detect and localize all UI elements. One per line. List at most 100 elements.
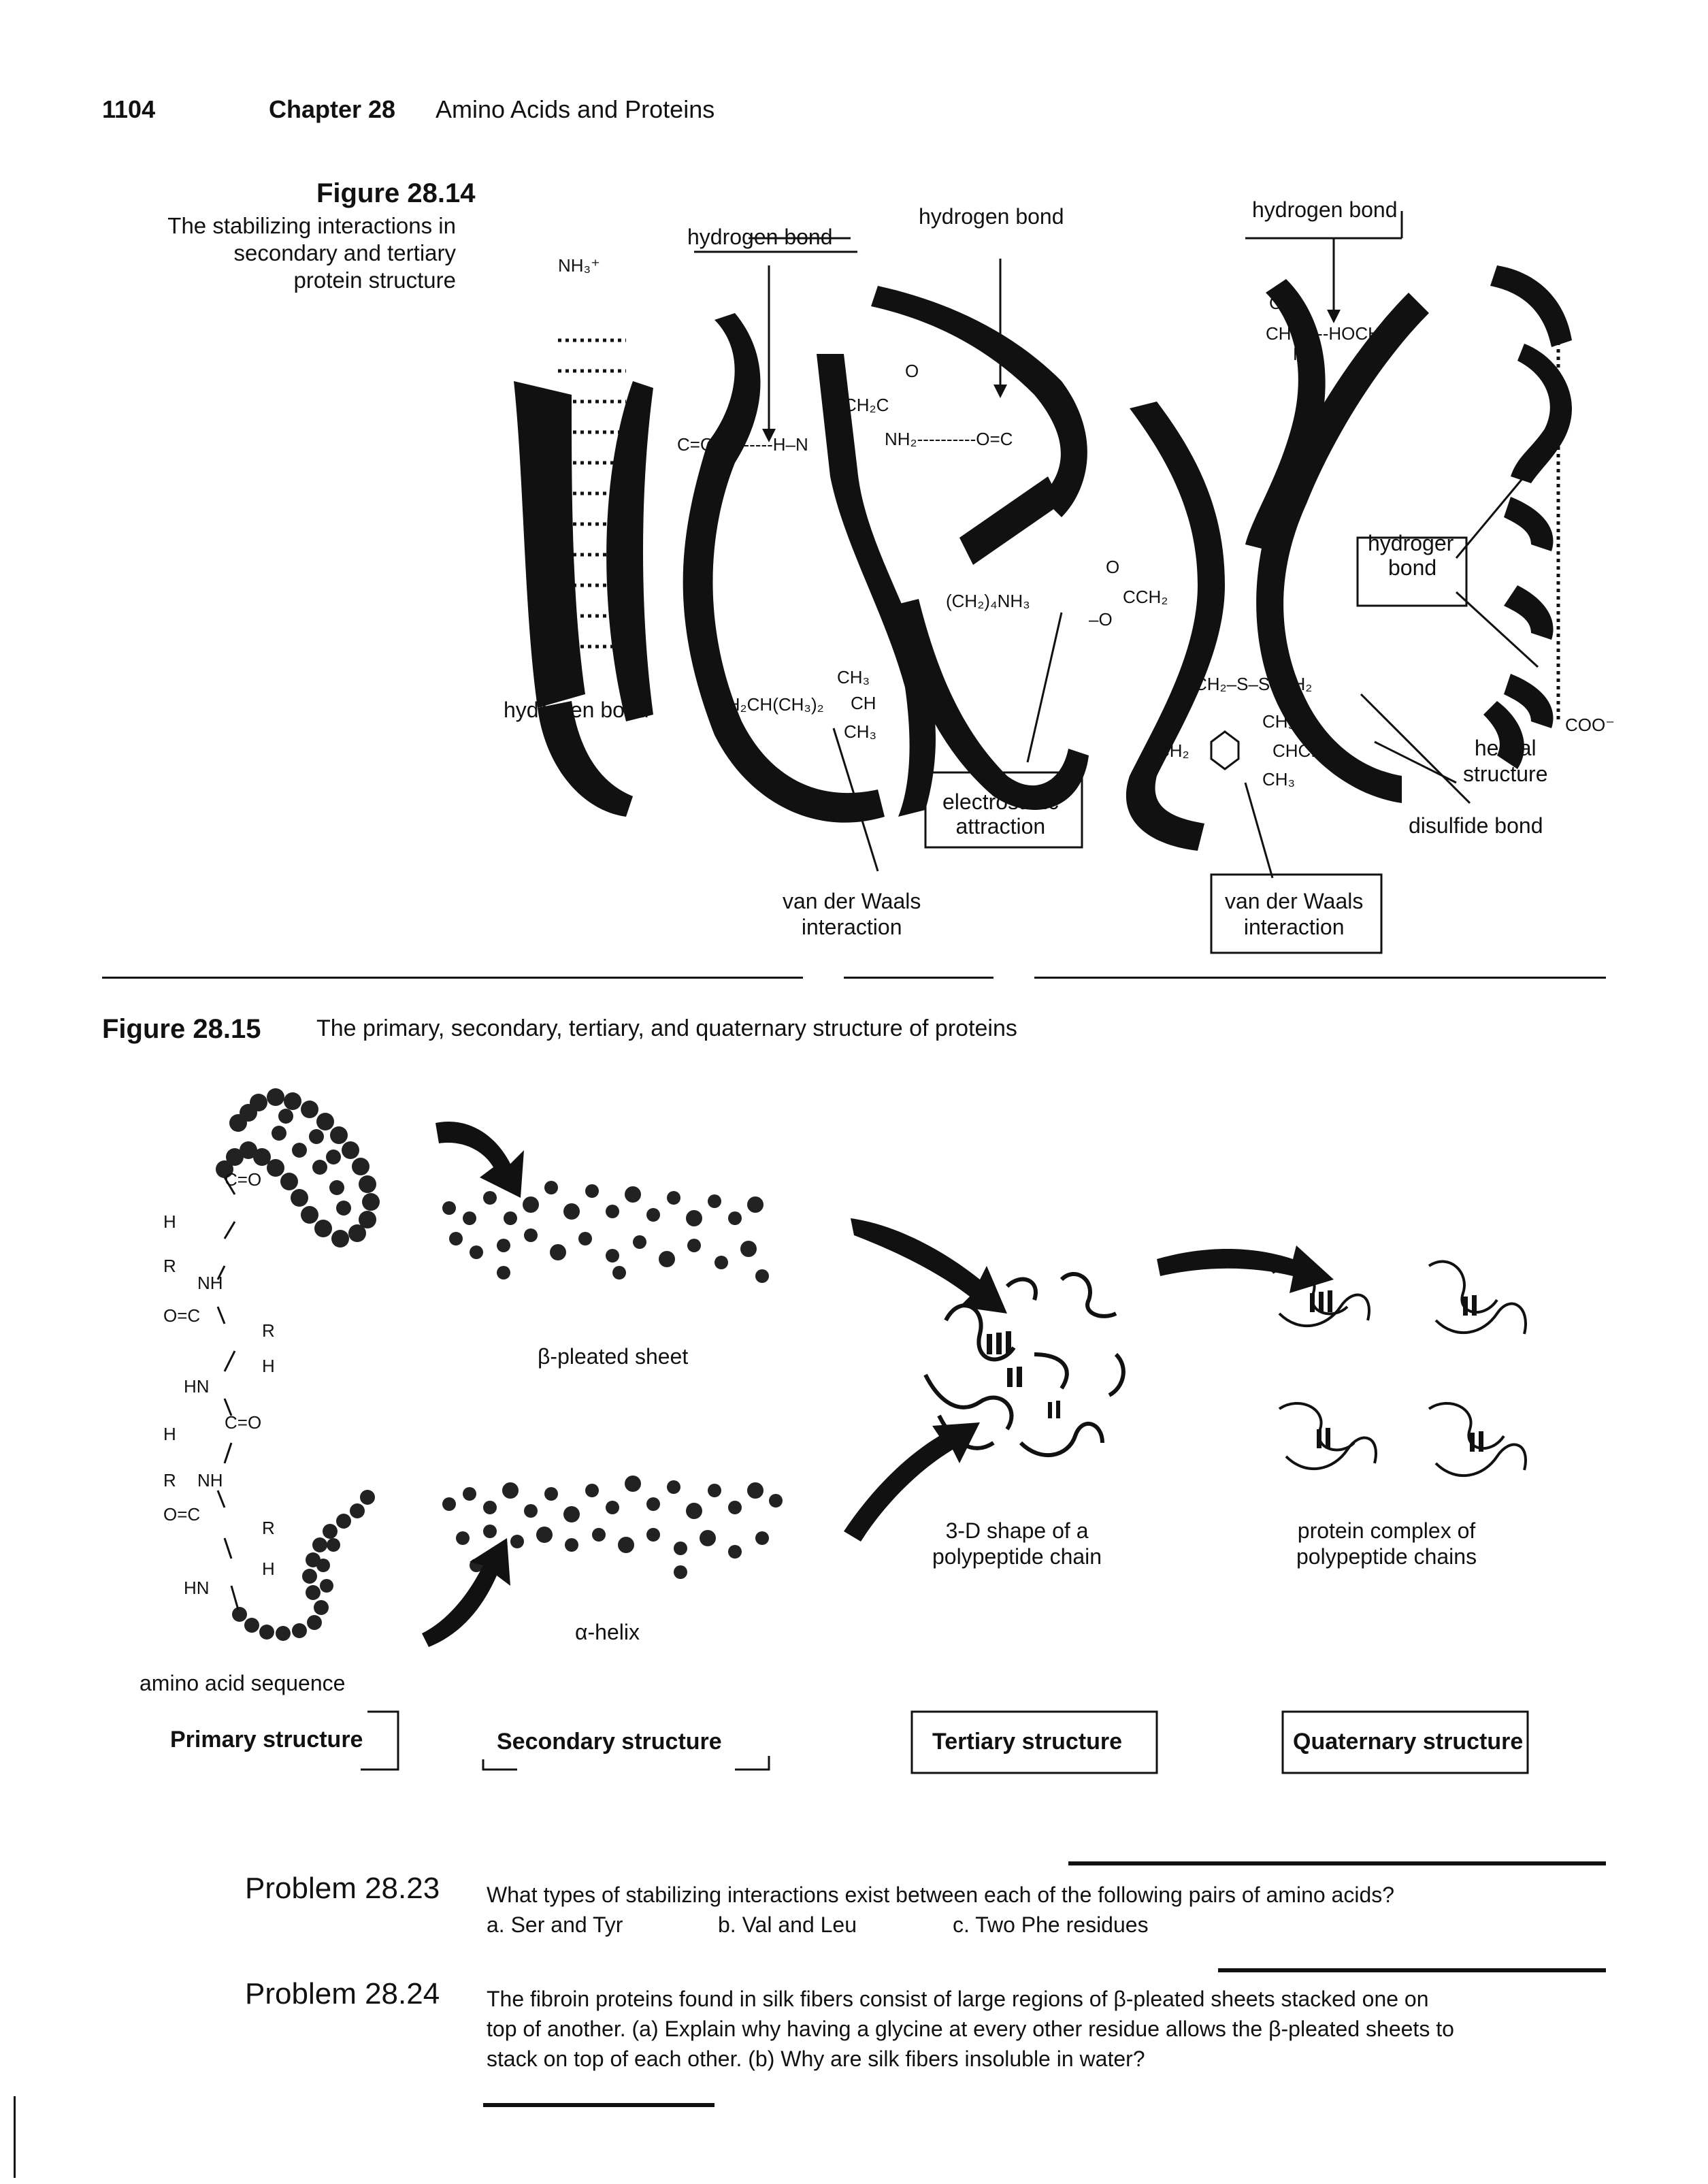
label-hydrogen-bond-2: hydrogen bond [919, 204, 1064, 229]
ribbon-helix [1504, 585, 1554, 640]
chem-h: H [262, 1356, 275, 1376]
chem-r: R [163, 1256, 176, 1276]
label-3d-shape: 3-D shape of a polypeptide chain [932, 1518, 1102, 1569]
label-disulfide-bond: disulfide bond [1409, 813, 1543, 838]
figure-28-15-caption: The primary, secondary, tertiary, and qu… [316, 1015, 1017, 1041]
arrow-icon [851, 1218, 1007, 1314]
caption-line: protein structure [293, 267, 456, 293]
ribbon-strand [959, 476, 1062, 565]
chem-serine: CHO----HOCH₂ [1266, 323, 1388, 344]
label-line: polypeptide chains [1296, 1544, 1477, 1569]
label-line: structure [1463, 762, 1548, 786]
chem-ch3: CH₃ [837, 667, 870, 687]
ribbon-helix [1504, 497, 1554, 551]
ribbon-helix [1490, 265, 1572, 347]
figure-28-15-label: Figure 28.15 [102, 1014, 261, 1044]
chem-r: R [163, 1470, 176, 1490]
chem-nh: NH [197, 1273, 223, 1293]
label-alpha-helix: α-helix [575, 1620, 640, 1644]
label-line: helical [1474, 736, 1537, 760]
label-hydrogen-bond-1: hydrogen bond [687, 225, 833, 249]
page-number: 1104 [102, 95, 156, 123]
label-beta-pleated-sheet: β-pleated sheet [538, 1344, 689, 1369]
ribbon-strand [683, 313, 885, 823]
label-amino-acid-sequence: amino acid sequence [139, 1671, 346, 1695]
label-helical-structure: helical structure [1463, 735, 1547, 787]
chem-h: H [262, 1559, 275, 1579]
chem-o: O [905, 361, 919, 381]
arrow-icon [436, 1122, 524, 1198]
label-line: electrostatic [942, 789, 1059, 814]
chem-ch3: CH₃ [1262, 711, 1296, 732]
chem-aspartate: CCH₂ [1123, 587, 1168, 607]
label-electrostatic: electrostatic attraction [942, 789, 1059, 838]
chem-o-c: O=C [163, 1305, 201, 1326]
label-secondary-structure: Secondary structure [497, 1729, 722, 1755]
divider [844, 977, 993, 979]
chem-disulfide: CH₂–S–S–CH₂ [1194, 674, 1313, 694]
label-line: 3-D shape of a [945, 1518, 1089, 1543]
problem-28-24-text: The fibroin proteins found in silk fiber… [487, 1984, 1603, 2074]
chem-ch3: CH₃ [1262, 769, 1296, 789]
ribbon-strand [606, 381, 653, 721]
margin-line [14, 2096, 16, 2178]
ribbon-helix [1504, 674, 1554, 728]
chem-lysine: (CH₂)₄NH₃ [946, 591, 1030, 611]
chem-r: R [262, 1518, 275, 1538]
chem-r: R [262, 1320, 275, 1341]
label-line: interaction [801, 915, 902, 939]
chem-leucine: CH₂CH(CH₃)₂ [715, 694, 824, 715]
label-van-der-waals-1: van der Waals interaction [783, 888, 921, 940]
chem-ch3: CH₃ [1269, 293, 1302, 313]
ribbon-strand [817, 354, 936, 817]
problem-28-23-text: What types of stabilizing interactions e… [487, 1883, 1395, 1907]
label-tertiary-structure: Tertiary structure [932, 1729, 1123, 1755]
protein-ribbon-illustration [514, 211, 1572, 954]
label-line: van der Waals [1225, 889, 1364, 913]
chem-o: O [1106, 557, 1120, 577]
problem-28-23-option-b: b. Val and Leu [718, 1912, 857, 1937]
label-hydrogen-bond-left: hydrogen bond [504, 698, 649, 722]
divider [102, 977, 803, 979]
caption-line: The stabilizing interactions in [167, 213, 456, 238]
problem-line: stack on top of each other. (b) Why are … [487, 2047, 1145, 2071]
chem-co-hn: C=O----------H–N [677, 434, 808, 455]
chem-o-c: O=C [163, 1504, 201, 1525]
label-hydrogen-bond-3: hydrogen bond [1252, 197, 1398, 222]
tertiary-fold-icon [923, 1272, 1126, 1457]
chem-nh2: NH₂----------O=C [885, 429, 1013, 449]
ribbon-strand [1256, 293, 1429, 803]
chem-nh3: NH₃⁺ [558, 255, 600, 276]
label-line: bond [1388, 555, 1437, 580]
ribbon-strand [1126, 402, 1225, 851]
label-line: hydroger [1368, 531, 1454, 555]
chapter-number: Chapter 28 [269, 95, 396, 123]
label-line: attraction [955, 814, 1046, 838]
ribbon-strand [1245, 279, 1326, 551]
chem-coo: COO⁻ [1565, 715, 1615, 735]
chem-ch3: CH₃ [844, 721, 877, 742]
problem-line: top of another. (a) Explain why having a… [487, 2017, 1454, 2041]
ribbon-strand [538, 701, 633, 817]
arrow-icon [422, 1538, 510, 1647]
arrow-icon [1157, 1245, 1334, 1293]
chem-hn: HN [184, 1578, 210, 1598]
caption-line: secondary and tertiary [233, 240, 456, 265]
chem-ch2c: CH₂C [844, 395, 889, 415]
chem-valine: CHCH₂ [1272, 740, 1331, 761]
chapter-title: Amino Acids and Proteins [436, 95, 715, 123]
chem-h: H [1293, 344, 1306, 364]
chem-c-o: C=O [225, 1412, 262, 1433]
problem-28-24-label: Problem 28.24 [245, 1977, 440, 2010]
chem-h: H [163, 1211, 176, 1232]
figure-28-14-label: Figure 28.14 [316, 178, 476, 208]
chem-ch: CH [851, 693, 876, 713]
problem-28-23-option-a: a. Ser and Tyr [487, 1912, 623, 1937]
chem-o-minus: –O [1089, 609, 1113, 630]
arrow-icon [844, 1422, 980, 1542]
label-line: polypeptide chain [932, 1544, 1102, 1569]
chem-c-o: C=O [225, 1169, 262, 1190]
chem-hn: HN [184, 1376, 210, 1397]
ribbon-helix [1483, 701, 1524, 769]
